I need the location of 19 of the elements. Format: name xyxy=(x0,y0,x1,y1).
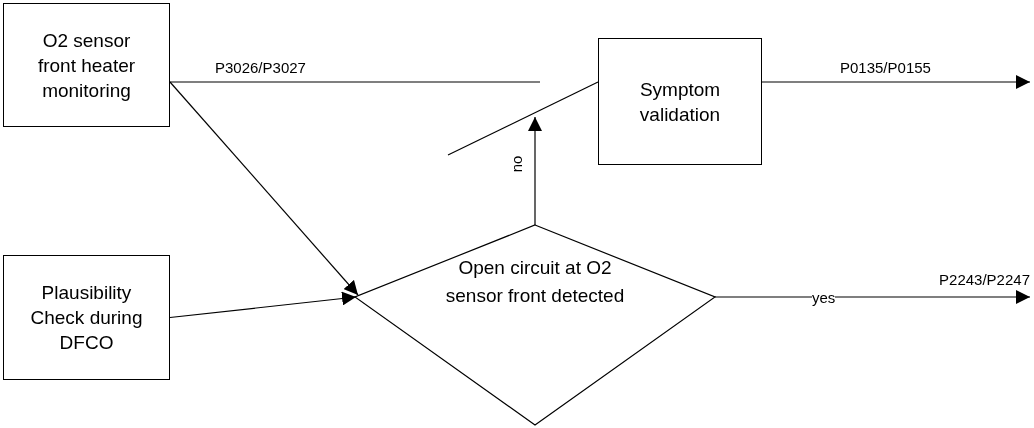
box-label: O2 sensor front heater monitoring xyxy=(36,28,137,103)
arrow xyxy=(714,290,1031,304)
process-box xyxy=(3,255,170,380)
decision-diamond xyxy=(355,225,715,425)
connector-line xyxy=(169,81,541,83)
box-label: Plausibility Check during DFCO xyxy=(29,281,144,355)
arrow xyxy=(169,291,357,319)
edge-label: no xyxy=(509,155,526,173)
signal-label: P2243/P2247 xyxy=(939,272,1030,288)
edge-label: P3026/P3027 xyxy=(215,60,306,76)
process-box xyxy=(3,3,170,127)
arrow xyxy=(169,81,359,296)
diamond-label: Open circuit at O2 sensor front detected xyxy=(444,256,626,308)
process-box xyxy=(598,38,762,165)
edge-label: P0135/P0155 xyxy=(840,60,931,76)
arrow xyxy=(761,75,1031,89)
connector-line xyxy=(447,81,599,156)
box-label: Symptom validation xyxy=(638,77,722,127)
arrow xyxy=(528,116,542,226)
